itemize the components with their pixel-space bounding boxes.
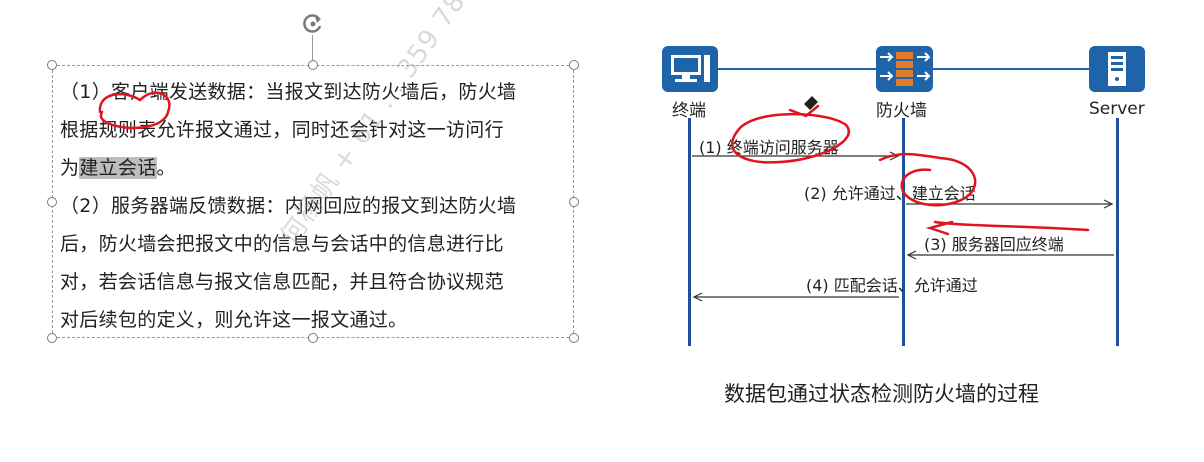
message-arrow-2: [906, 199, 1114, 209]
paragraph-1-line-3-prefix: 为: [60, 157, 80, 179]
paragraph-1-line-2: 根据规则表允许报文通过，同时还会针对这一访问行: [60, 119, 504, 141]
firewall-lifeline: [902, 118, 905, 346]
paragraph-2-line-1: （2）服务器端反馈数据：内网回应的报文到达防火墙: [60, 195, 517, 217]
paragraph-1-line-3: 为建立会话。: [60, 149, 570, 187]
pen-cursor-icon: [804, 96, 818, 110]
resize-handle-bl[interactable]: [47, 333, 57, 343]
rotate-handle-line: [312, 35, 313, 65]
resize-handle-mr[interactable]: [569, 197, 579, 207]
message-arrow-1: [692, 151, 900, 161]
server-icon: [1089, 46, 1145, 92]
paragraph-2-line-3: 对，若会话信息与报文信息匹配，并且符合协议规范: [60, 271, 504, 293]
firewall-icon: [876, 46, 933, 92]
red-ink-annotations: [98, 91, 1090, 236]
resize-handle-tm[interactable]: [308, 60, 318, 70]
rotate-handle-icon[interactable]: [300, 11, 326, 37]
figure-caption: 数据包通过状态检测防火墙的过程: [724, 382, 1039, 406]
firewall-label: 防火墙: [876, 101, 927, 121]
paragraph-2[interactable]: （2）服务器端反馈数据：内网回应的报文到达防火墙 后，防火墙会把报文中的信息与会…: [60, 187, 570, 339]
message-arrow-4: [692, 292, 899, 302]
terminal-lifeline: [688, 118, 691, 346]
paragraph-2-line-2: 后，防火墙会把报文中的信息与会话中的信息进行比: [60, 233, 504, 255]
terminal-label: 终端: [672, 101, 706, 121]
message-label-3: (3) 服务器回应终端: [924, 235, 1064, 254]
server-lifeline: [1116, 118, 1119, 346]
message-arrow-3: [906, 250, 1114, 260]
resize-handle-tl[interactable]: [47, 60, 57, 70]
paragraph-1[interactable]: （1）客户端发送数据：当报文到达防火墙后，防火墙 根据规则表允许报文通过，同时还…: [60, 73, 570, 187]
paragraph-1-line-1: （1）客户端发送数据：当报文到达防火墙后，防火墙: [60, 81, 517, 103]
resize-handle-br[interactable]: [569, 333, 579, 343]
server-label: Server: [1089, 99, 1145, 119]
connection-line-firewall-server: [933, 68, 1089, 70]
paragraph-1-line-3-suffix: 。: [156, 157, 176, 179]
resize-handle-tr[interactable]: [569, 60, 579, 70]
paragraph-2-line-4: 对后续包的定义，则允许这一报文通过。: [60, 309, 408, 331]
connection-line-terminal-firewall: [718, 68, 876, 70]
terminal-icon: [662, 46, 718, 92]
highlighted-text[interactable]: 建立会话: [79, 157, 157, 179]
resize-handle-ml[interactable]: [47, 197, 57, 207]
resize-handle-bm[interactable]: [308, 333, 318, 343]
message-label-4: (4) 匹配会话、允许通过: [806, 276, 978, 295]
message-label-2: (2) 允许通过、建立会话: [804, 184, 976, 203]
